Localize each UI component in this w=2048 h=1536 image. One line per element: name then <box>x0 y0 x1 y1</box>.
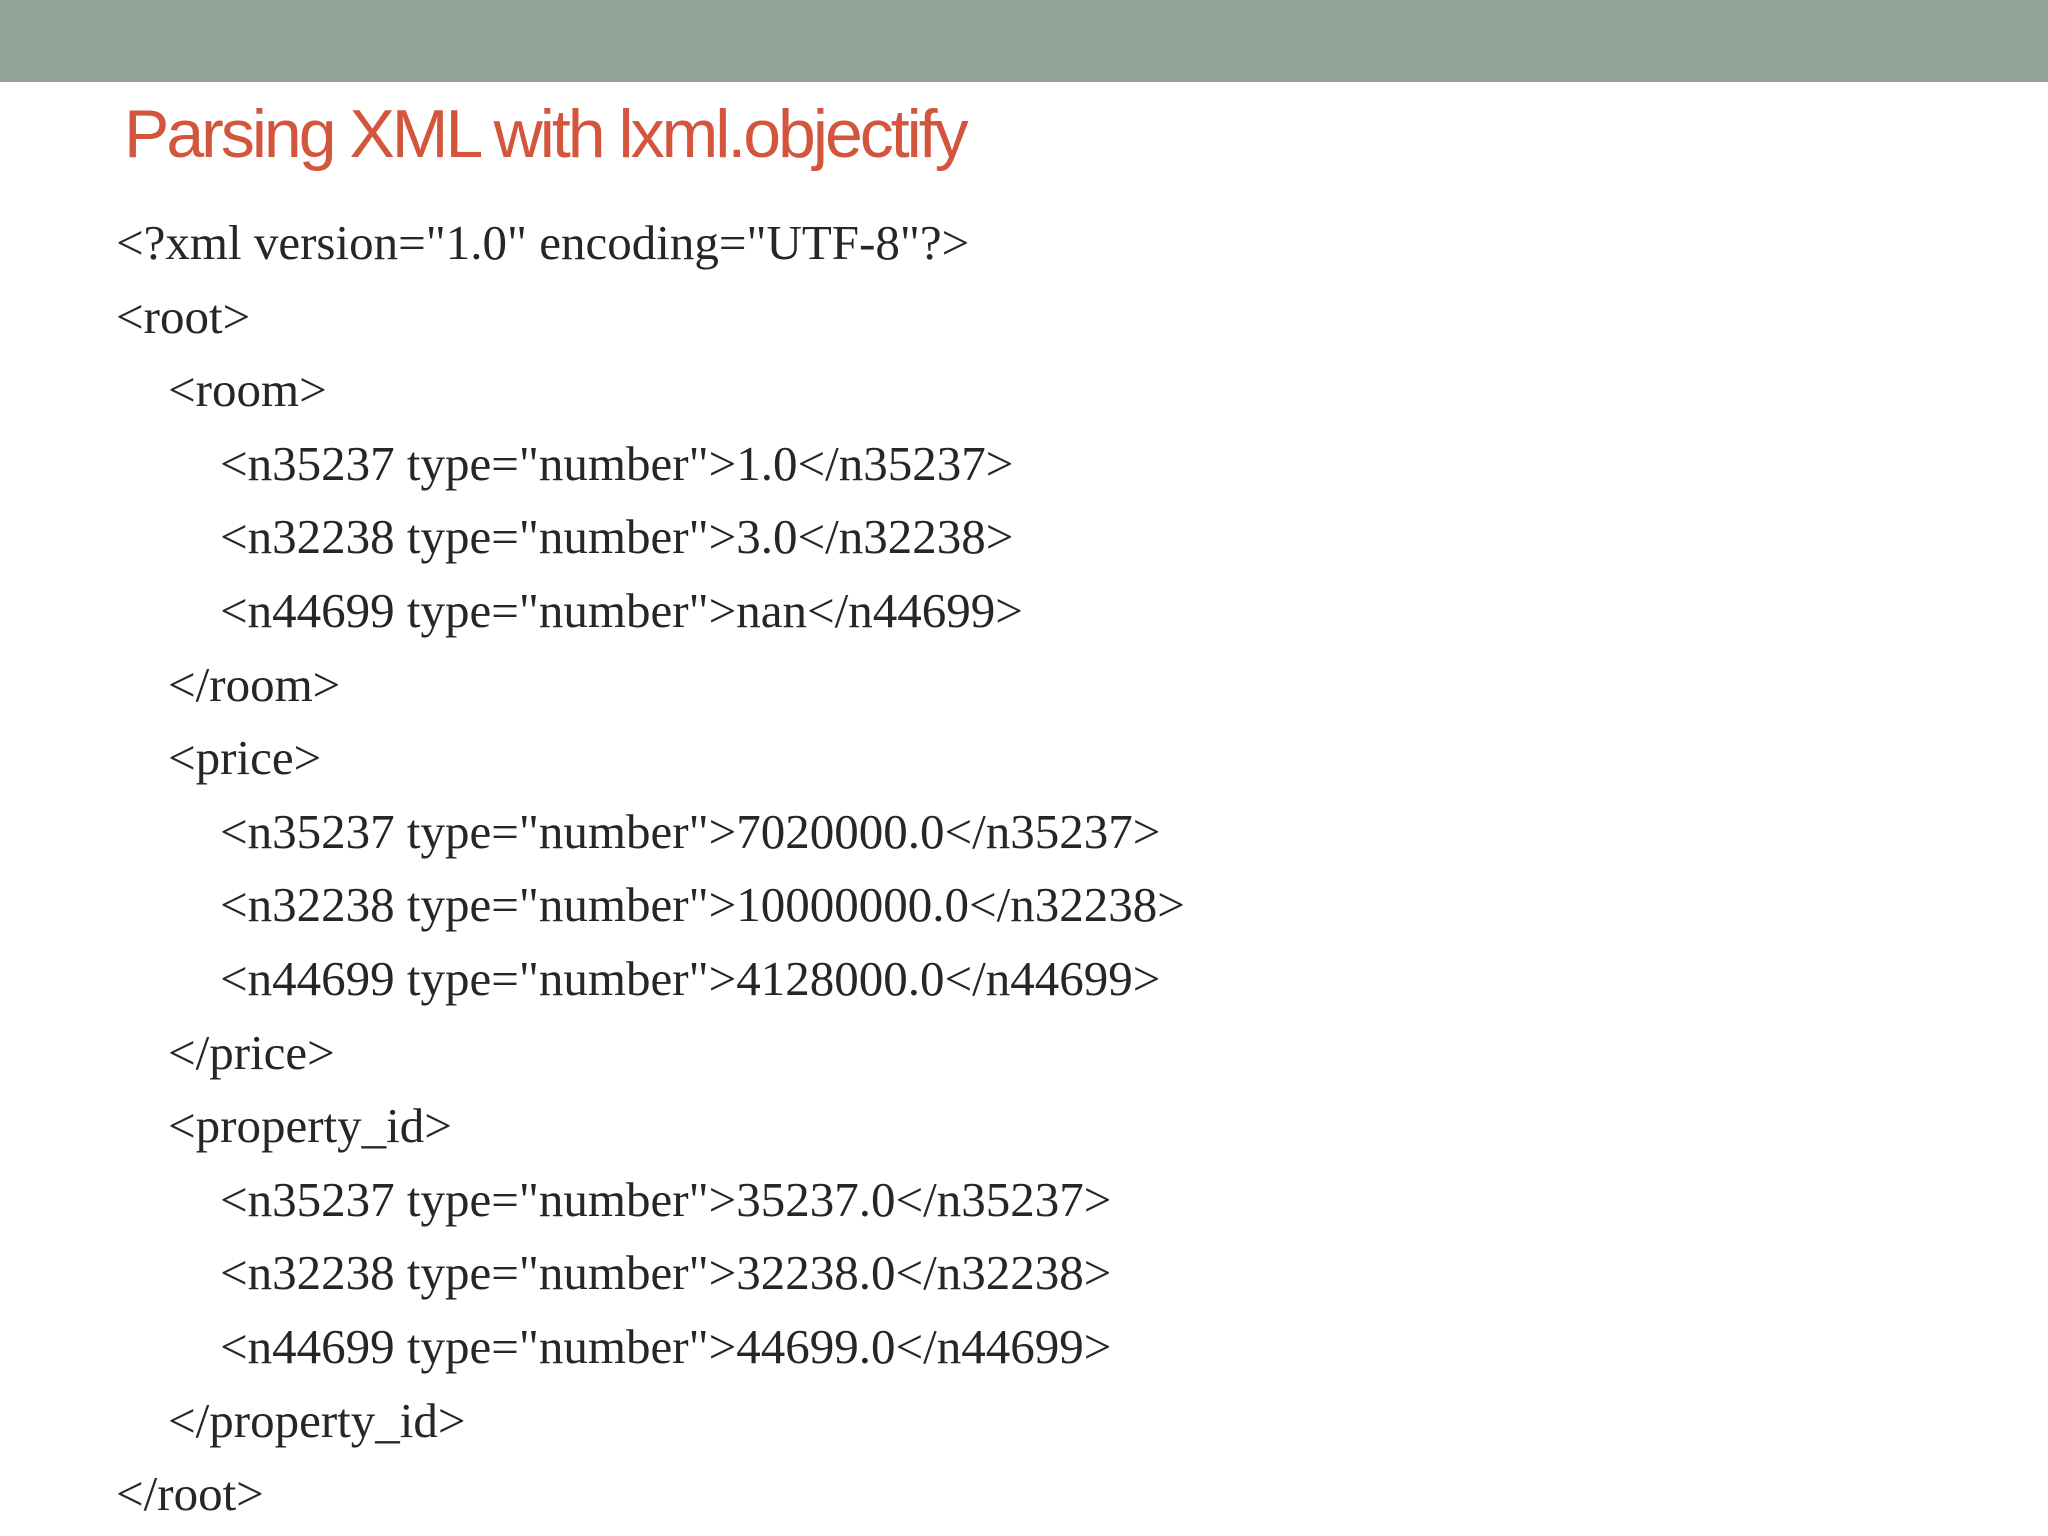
code-line: <n35237 type="number">1.0</n35237> <box>220 435 1014 491</box>
code-line: <root> <box>116 288 251 344</box>
code-line: <?xml version="1.0" encoding="UTF-8"?> <box>116 215 970 270</box>
code-line: </property_id> <box>168 1392 466 1448</box>
top-bar <box>0 0 2048 82</box>
code-line: </root> <box>116 1466 264 1522</box>
code-line: <n44699 type="number">44699.0</n44699> <box>220 1318 1112 1374</box>
code-line: <n35237 type="number">35237.0</n35237> <box>220 1171 1112 1227</box>
code-line: <n32238 type="number">3.0</n32238> <box>220 509 1014 565</box>
slide-title: Parsing XML with lxml.objectify <box>124 96 969 172</box>
code-line: <n32238 type="number">10000000.0</n32238… <box>220 877 1185 933</box>
code-line: <n32238 type="number">32238.0</n32238> <box>220 1245 1112 1301</box>
code-line: </price> <box>168 1024 335 1080</box>
code-line: <property_id> <box>168 1098 452 1154</box>
code-line: <n44699 type="number">nan</n44699> <box>220 582 1023 638</box>
code-line: <room> <box>168 362 327 418</box>
code-line: </room> <box>168 656 341 712</box>
code-line: <price> <box>168 730 322 786</box>
code-line: <n44699 type="number">4128000.0</n44699> <box>220 950 1161 1006</box>
xml-code-block: <?xml version="1.0" encoding="UTF-8"?> <r… <box>116 213 1185 1536</box>
code-line: <n35237 type="number">7020000.0</n35237> <box>220 803 1161 859</box>
